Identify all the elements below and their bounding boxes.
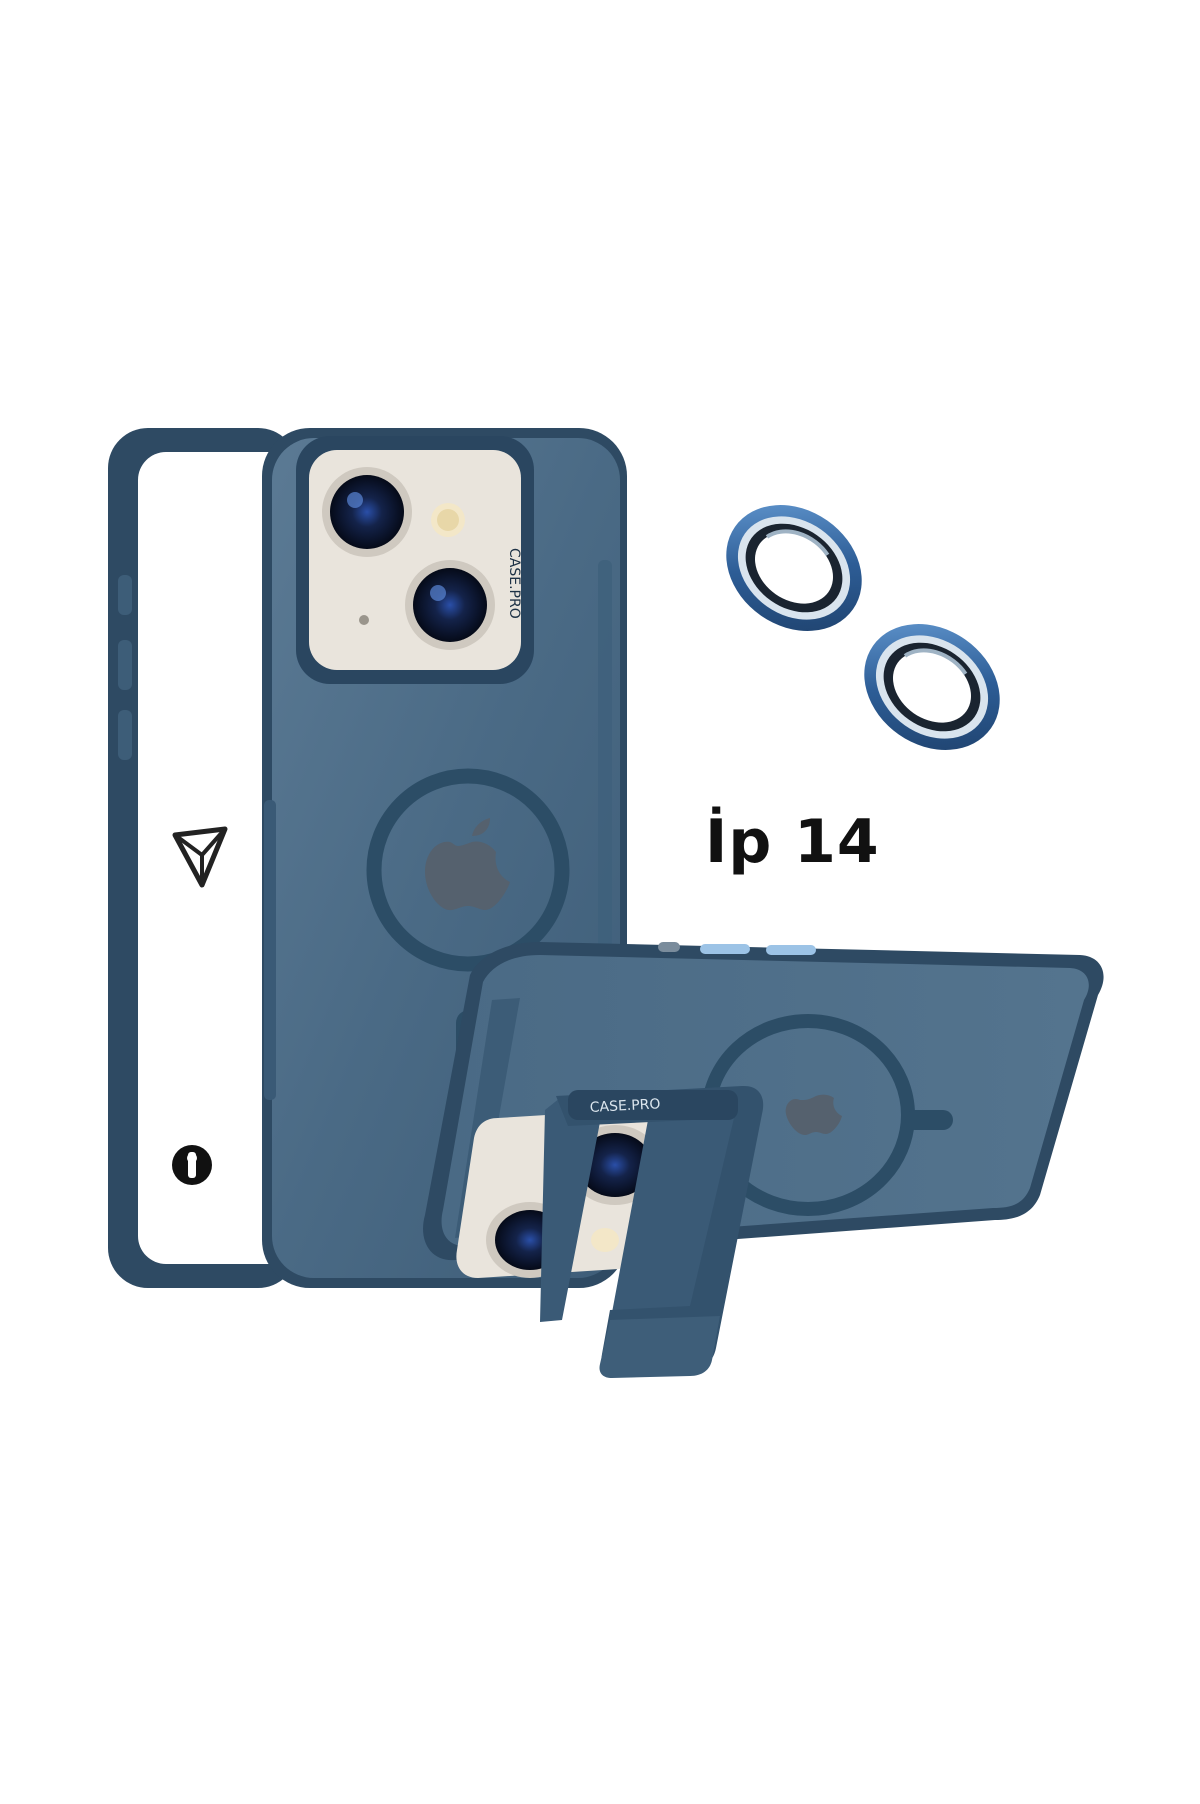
model-label: İp 14 — [705, 807, 880, 877]
brand-text-stand: CASE.PRO — [589, 1096, 660, 1116]
camera-module — [296, 436, 534, 684]
key-icon — [172, 1145, 212, 1185]
phone-case-stand: CASE.PRO — [423, 942, 1104, 1378]
camera-lens-protector — [726, 505, 1000, 750]
apple-logo-icon-lying — [785, 1094, 842, 1136]
brand-logo-icon — [172, 826, 228, 888]
kickstand: CASE.PRO — [540, 1085, 764, 1378]
case-side-frame — [108, 428, 298, 1288]
apple-logo-icon — [425, 818, 510, 911]
brand-text-back: CASE.PRO — [506, 548, 522, 619]
